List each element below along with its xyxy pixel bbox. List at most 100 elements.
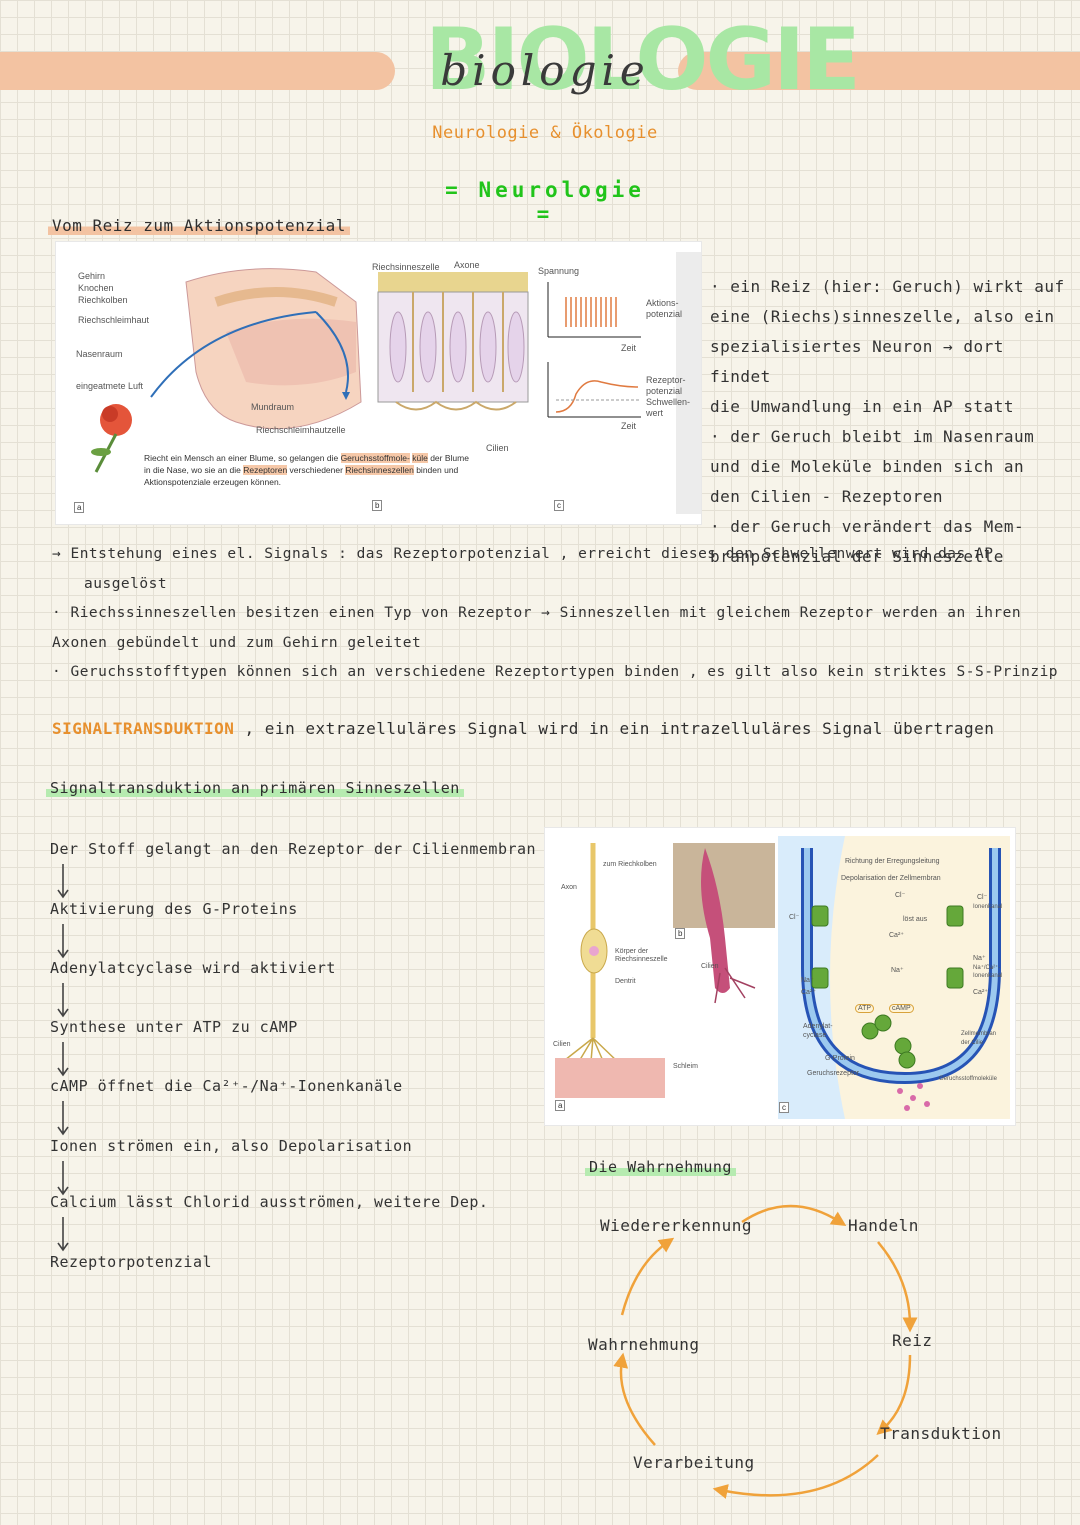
fig1-label-eingeatmete-luft: eingeatmete Luft bbox=[76, 381, 144, 391]
flow-step-1: Der Stoff gelangt an den Rezeptor der Ci… bbox=[50, 840, 537, 858]
side-note-line: branpotenzial der Sinneszelle bbox=[710, 547, 1004, 566]
flow-arrow-icon bbox=[57, 1101, 69, 1136]
paragraph-line: → Entstehung eines el. Signals : das Rez… bbox=[52, 546, 994, 562]
fig2-label-cilien-a: Cilien bbox=[553, 1041, 571, 1048]
fig1-label-spannung: Spannung bbox=[538, 266, 580, 276]
side-note-line: die Umwandlung in ein AP statt bbox=[710, 397, 1014, 416]
fig1-label-riechschleimhautzelle: Riechschleimhautzelle bbox=[256, 425, 346, 435]
side-note-line: und die Moleküle binden sich an bbox=[710, 457, 1025, 476]
fig1-label-axone: Axone bbox=[454, 260, 480, 270]
paragraph-line: Axonen gebündelt und zum Gehirn geleitet bbox=[52, 634, 422, 651]
fig1-label-potenzial-1: potenzial bbox=[646, 309, 683, 319]
fig1-label-cilien: Cilien bbox=[486, 443, 509, 453]
fig2-label-zellmembran: Zellmembran bbox=[961, 1031, 997, 1037]
side-note-line: den Cilien - Rezeptoren bbox=[710, 487, 944, 506]
fig2-label-schleim: Schleim bbox=[673, 1063, 698, 1070]
fig2-label-zum-riechkolben: zum Riechkolben bbox=[603, 861, 657, 868]
cycle-reiz: Reiz bbox=[892, 1331, 933, 1350]
fig2-label-loest-aus: löst aus bbox=[903, 916, 928, 923]
flow-arrow-icon bbox=[57, 924, 69, 959]
cycle-wahrnehmung: Wahrnehmung bbox=[588, 1335, 700, 1354]
perception-cycle-diagram bbox=[613, 1204, 918, 1499]
flow-arrow-icon bbox=[57, 1217, 69, 1252]
fig2-label-naca: Na⁺/Ca²⁺- bbox=[973, 965, 1001, 971]
fig1-label-mundraum: Mundraum bbox=[251, 402, 295, 412]
flow-step-7: Calcium lässt Chlorid ausströmen, weiter… bbox=[50, 1193, 489, 1211]
fig1-letter-b: b bbox=[372, 500, 383, 511]
fig1-label-zeit-2: Zeit bbox=[621, 421, 637, 431]
fig2-label-richtung: Richtung der Erregungsleitung bbox=[845, 858, 940, 865]
side-notes: · ein Reiz (hier: Geruch) wirkt auf eine… bbox=[710, 272, 1065, 572]
fig2-label-atp: ATP bbox=[855, 1004, 875, 1013]
fig2-label-ca-right: Ca²⁺ bbox=[973, 989, 988, 996]
fig2-label-cilien-b: Cilien bbox=[701, 963, 719, 970]
fig2-label-axon: Axon bbox=[561, 884, 577, 891]
fig1-label-rezeptor: Rezeptor- bbox=[646, 375, 686, 385]
figure-olfaction: Gehirn Knochen Riechkolben Riechschleimh… bbox=[56, 242, 701, 524]
flow-step-4: Synthese unter ATP zu cAMP bbox=[50, 1018, 298, 1036]
side-note-line: eine (Riechs)sinneszelle, also ein bbox=[710, 307, 1055, 326]
cycle-wiedererkennung: Wiedererkennung bbox=[600, 1216, 752, 1235]
section-deco-right: = bbox=[536, 202, 554, 226]
fig1-label-aktions: Aktions- bbox=[646, 298, 679, 308]
side-note-line: · der Geruch verändert das Mem- bbox=[710, 517, 1025, 536]
fig1-label-riechkolben: Riechkolben bbox=[78, 295, 128, 305]
fig2-label-dentrit: Dentrit bbox=[615, 978, 636, 985]
fig2-label-ionenkanal-1: Ionenkanal bbox=[973, 904, 1003, 910]
cycle-handeln: Handeln bbox=[848, 1216, 919, 1235]
fig2-label-koerper-der: Körper der bbox=[615, 948, 649, 955]
fig2-label-na-right: Na⁺ bbox=[973, 955, 986, 962]
fig2-label-cl-top: Cl⁻ bbox=[895, 892, 906, 899]
fig1-label-wert: wert bbox=[646, 408, 664, 418]
figure-signal-transduction: zum Riechkolben Axon Körper der Riechsin… bbox=[545, 828, 1015, 1125]
fig2-label-cl-left: Cl⁻ bbox=[789, 914, 800, 921]
fig2-label-camp: cAMP bbox=[889, 1004, 914, 1013]
wahrnehmung-heading: Die Wahrnehmung bbox=[585, 1158, 736, 1176]
fig1-caption: Riecht ein Mensch an einer Blume, so gel… bbox=[144, 453, 469, 487]
section-title-text: Neurologie bbox=[478, 178, 645, 202]
section2-heading: Signaltransduktion an primären Sinneszel… bbox=[46, 779, 464, 797]
section-title: = Neurologie = bbox=[430, 178, 660, 226]
side-note-line: · der Geruch bleibt im Nasenraum bbox=[710, 427, 1035, 446]
fig1-label-nasenraum: Nasenraum bbox=[76, 349, 123, 359]
fig2-label-riechsinneszelle: Riechsinneszelle bbox=[615, 956, 668, 963]
fig1-label-potenzial-2: potenzial bbox=[646, 386, 683, 396]
fig2-letter-b: b bbox=[675, 928, 686, 939]
page-title-script: biologie bbox=[440, 46, 650, 95]
section1-paragraph: → Entstehung eines el. Signals : das Rez… bbox=[52, 540, 1062, 688]
fig1-letter-c: c bbox=[554, 500, 564, 511]
flow-step-6: Ionen strömen ein, also Depolarisation bbox=[50, 1137, 413, 1155]
page-title-big: BIOLOGIE bbox=[425, 10, 861, 110]
fig1-letter-a: a bbox=[74, 502, 85, 513]
fig2-label-adenylat: Adenylat- bbox=[803, 1023, 833, 1030]
signaltransduktion-text: , ein extrazelluläres Signal wird in ein… bbox=[244, 719, 995, 738]
fig2-letter-a: a bbox=[555, 1100, 566, 1111]
fig2-letter-c: c bbox=[779, 1102, 789, 1113]
fig2-label-der-cilie: der Cilie bbox=[961, 1040, 984, 1046]
header-bar-left bbox=[0, 52, 395, 90]
paragraph-line: · Geruchsstofftypen können sich an versc… bbox=[52, 664, 1059, 680]
fig2-label-g-protein: G-Protein bbox=[825, 1055, 855, 1062]
figure-olfaction-drawing bbox=[91, 252, 701, 514]
fig2-label-geruchsstoffmolekuele: Geruchsstoffmoleküle bbox=[939, 1076, 997, 1082]
fig1-label-riechschleimhaut: Riechschleimhaut bbox=[78, 315, 150, 325]
paragraph-line: · Riechssinneszellen besitzen einen Typ … bbox=[52, 605, 1022, 621]
signaltransduktion-definition: SIGNALTRANSDUKTION , ein extrazelluläres… bbox=[52, 719, 994, 738]
fig2-label-na-mid: Na⁺ bbox=[891, 967, 904, 974]
section1-heading: Vom Reiz zum Aktionspotenzial bbox=[48, 216, 350, 235]
page-subtitle: Neurologie & Ökologie bbox=[432, 123, 658, 143]
fig2-label-ca-top: Ca²⁺ bbox=[889, 932, 904, 939]
fig2-label-cyclase: cyclase bbox=[803, 1032, 827, 1039]
flow-arrow-icon bbox=[57, 1042, 69, 1077]
fig1-label-riechsinneszelle: Riechsinneszelle bbox=[372, 262, 440, 272]
fig2-label-geruchsrezeptor: Geruchsrezeptor bbox=[807, 1070, 860, 1077]
header-bar-right bbox=[678, 52, 1080, 90]
paragraph-line: ausgelöst bbox=[84, 575, 168, 592]
flow-step-8: Rezeptorpotenzial bbox=[50, 1253, 213, 1271]
figure-signal-transduction-drawing bbox=[555, 836, 1010, 1119]
flow-arrow-icon bbox=[57, 864, 69, 899]
fig1-label-knochen: Knochen bbox=[78, 283, 114, 293]
fig2-label-ca-left: Ca²⁺ bbox=[801, 989, 816, 996]
cycle-transduktion: Transduktion bbox=[880, 1424, 1002, 1443]
fig1-label-gehirn: Gehirn bbox=[78, 271, 106, 281]
